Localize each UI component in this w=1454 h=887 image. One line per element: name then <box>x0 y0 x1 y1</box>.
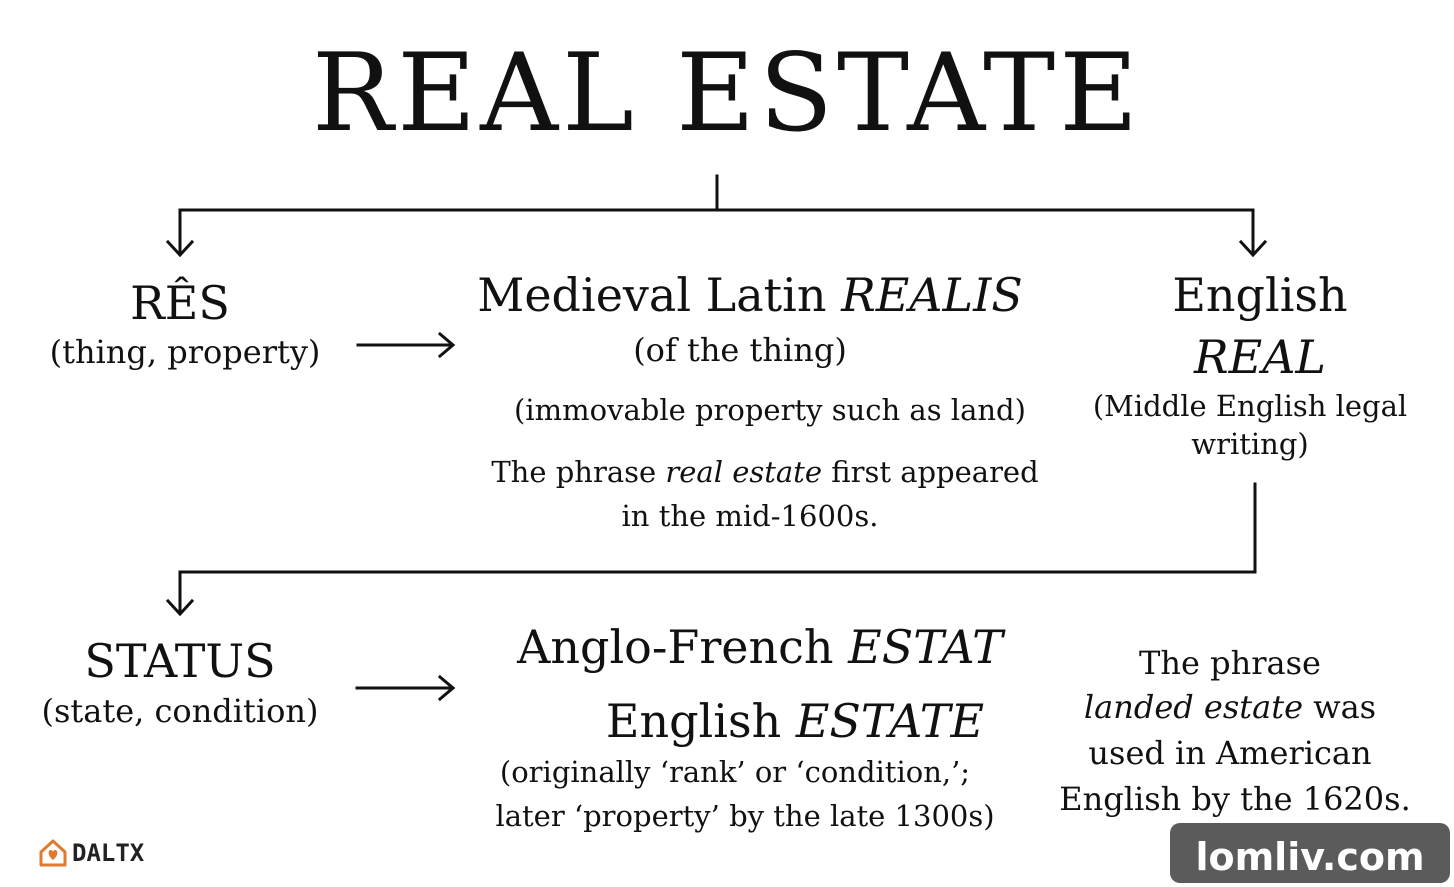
latin-prefix: Medieval Latin <box>477 268 827 322</box>
latin-note-suffix: first appeared <box>831 455 1039 489</box>
latin-heading: Medieval Latin REALIS <box>440 272 1060 318</box>
watermark-badge: lomliv.com <box>1170 823 1450 883</box>
english-estate-prefix: English <box>605 694 782 748</box>
arrowhead-english-icon <box>1238 239 1268 258</box>
arrowhead-status-icon <box>165 598 195 617</box>
estat-gloss-line1: (originally ‘rank’ or ‘condition,’; <box>499 755 971 789</box>
estat-gloss-line2: later ‘property’ by the late 1300s) <box>495 799 995 833</box>
house-heart-icon <box>39 839 67 867</box>
latin-note-line2: in the mid-1600s. <box>621 499 879 533</box>
landed-line1: The phrase <box>1139 644 1321 682</box>
arrowhead-res-icon <box>165 239 195 258</box>
english-real-word-text: REAL <box>1194 330 1326 384</box>
english-real-gloss-line2: writing) <box>1191 427 1309 461</box>
status-gloss: (state, condition) <box>41 692 319 730</box>
latin-word: REALIS <box>841 268 1023 322</box>
latin-note-line1: The phrase real estate first appeared <box>460 458 1070 487</box>
english-real-line1: English <box>1172 268 1348 322</box>
estat-prefix: Anglo-French <box>517 620 834 674</box>
res-to-latin-arrowhead-icon <box>437 331 456 359</box>
watermark-text: lomliv.com <box>1195 835 1425 879</box>
latin-meaning: (immovable property such as land) <box>514 393 1026 427</box>
daltx-logo: DALTX <box>38 838 144 868</box>
landed-line2-suffix: was <box>1313 688 1377 726</box>
latin-note-prefix: The phrase <box>491 455 657 489</box>
diagram-title: REAL ESTATE <box>311 31 1143 156</box>
status-word: STATUS <box>84 634 276 688</box>
latin-note-emphasis: real estate <box>665 455 823 489</box>
res-gloss: (thing, property) <box>49 333 321 371</box>
english-estate-heading: English ESTATE <box>560 698 1030 744</box>
landed-line2: landed estate was <box>1050 691 1410 723</box>
english-real-word: REAL <box>1140 334 1380 380</box>
estat-heading: Anglo-French ESTAT <box>480 624 1040 670</box>
estat-word: ESTAT <box>848 620 1003 674</box>
landed-line4: English by the 1620s. <box>1059 780 1411 818</box>
english-real-gloss-line1: (Middle English legal <box>1092 389 1408 423</box>
landed-emphasis: landed estate <box>1083 688 1304 726</box>
res-word: RÊS <box>130 276 230 330</box>
landed-line3: used in American <box>1088 734 1372 772</box>
english-estate-word: ESTATE <box>795 694 985 748</box>
latin-gloss: (of the thing) <box>633 331 847 369</box>
status-to-estat-arrowhead-icon <box>437 674 456 702</box>
logo-text: DALTX <box>72 839 145 867</box>
